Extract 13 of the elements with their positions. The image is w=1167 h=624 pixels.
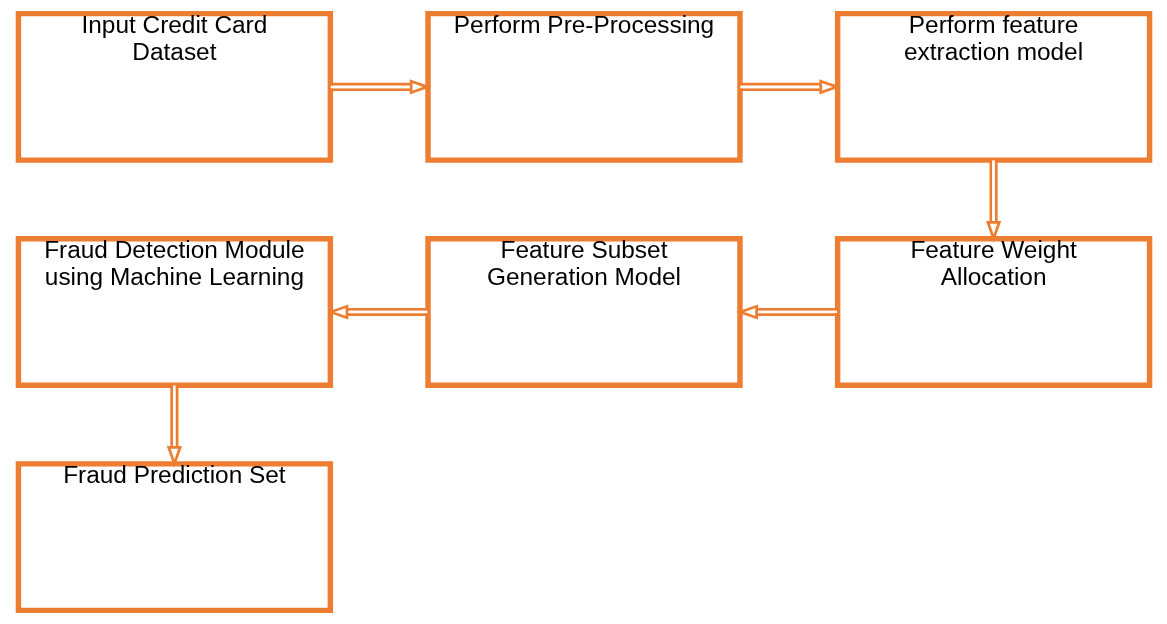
arrow xyxy=(166,385,182,468)
arrow xyxy=(985,160,1001,243)
node-box: Feature Weight Allocation xyxy=(834,236,1152,388)
arrow xyxy=(739,79,841,95)
node-box: Fraud Detection Module using Machine Learning xyxy=(15,236,333,388)
node-box: Perform feature extraction model xyxy=(834,10,1152,163)
node-box: Fraud Prediction Set xyxy=(15,461,333,614)
arrow xyxy=(330,79,432,95)
node-box: Input Credit Card Dataset xyxy=(15,10,333,163)
node-box: Feature Subset Generation Model xyxy=(424,236,743,388)
arrow xyxy=(735,304,837,320)
node-box: Perform Pre-Processing xyxy=(424,10,743,163)
arrow xyxy=(326,304,427,320)
